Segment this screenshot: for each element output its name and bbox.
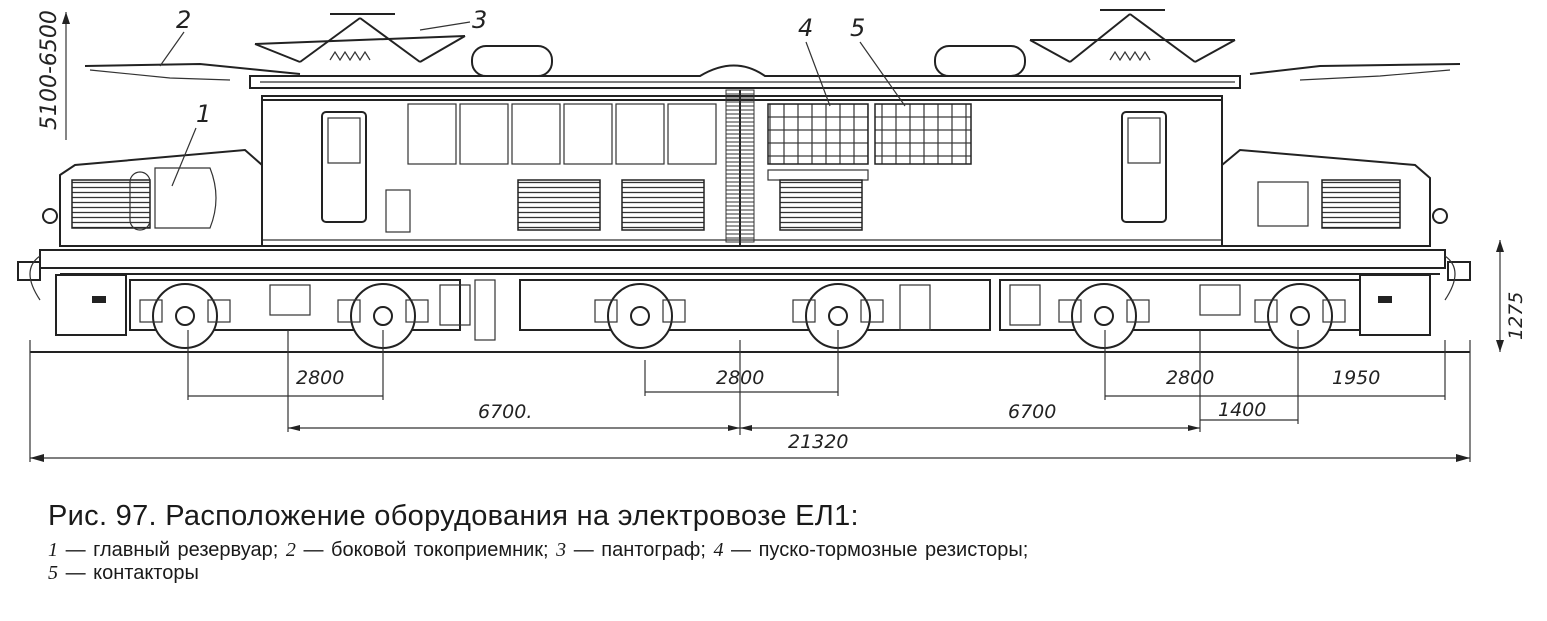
callout-5: 5 xyxy=(850,14,865,42)
dim-axle-base-left: 2800 xyxy=(296,367,344,389)
dimension-arrows xyxy=(30,12,1504,462)
louver-3 xyxy=(779,179,863,231)
resistor-grid xyxy=(767,103,869,165)
side-windows xyxy=(407,103,717,165)
dim-offset-right: 1400 xyxy=(1218,399,1266,421)
dim-overall-length: 21320 xyxy=(788,431,848,453)
underframe xyxy=(39,249,1446,269)
callout-3: 3 xyxy=(472,6,487,34)
roof-reservoir-left xyxy=(471,45,553,77)
legend-item: 2 — боковой токоприемник; xyxy=(285,539,549,561)
figure-caption: Рис. 97. Расположение оборудования на эл… xyxy=(48,500,1538,585)
dimension-lines xyxy=(29,12,1501,462)
left-pantograph xyxy=(254,13,466,63)
side-collector-right xyxy=(1249,63,1461,81)
callout-4: 4 xyxy=(798,14,813,42)
bogie-frame-center xyxy=(519,279,991,331)
wheels xyxy=(152,283,1333,349)
dim-bogie-right: 6700 xyxy=(1008,401,1056,423)
dim-axle-base-right: 2800 xyxy=(1166,367,1214,389)
bogie-frame-right xyxy=(999,279,1361,331)
roof-line xyxy=(249,64,1241,89)
right-pantograph xyxy=(1029,9,1236,63)
callout-1: 1 xyxy=(196,100,211,128)
locomotive-diagram: 5100-6500 1275 2800 2800 2800 1950 6700.… xyxy=(17,6,1527,462)
dim-wheel-height: 1275 xyxy=(1505,292,1527,340)
axle-boxes xyxy=(139,299,1346,323)
traction-motors xyxy=(269,279,1241,341)
dim-bogie-left: 6700. xyxy=(478,401,532,423)
louver-2 xyxy=(621,179,705,231)
caption-legend: 1 — главный резервуар; 2 — боковой токоп… xyxy=(48,539,1538,585)
callout-2: 2 xyxy=(176,6,191,34)
hood-right xyxy=(1221,148,1448,247)
louver-1 xyxy=(517,179,601,231)
legend-item: 4 — пуско-тормозные резисторы; xyxy=(713,539,1029,561)
legend-item: 5 — контакторы xyxy=(48,562,199,584)
dim-overhang-right: 1950 xyxy=(1332,367,1380,389)
contactor-panel xyxy=(874,103,972,165)
caption-title: Рис. 97. Расположение оборудования на эл… xyxy=(48,500,859,532)
roof-reservoir-right xyxy=(934,45,1026,77)
door-right xyxy=(1121,111,1167,223)
side-collector-left xyxy=(84,62,301,81)
car-body xyxy=(261,89,1223,247)
legend-item: 1 — главный резервуар; xyxy=(48,539,279,561)
bogie-frame-left xyxy=(129,279,461,331)
legend-item: 3 — пантограф; xyxy=(556,539,706,561)
door-left xyxy=(321,111,367,223)
dim-axle-base-middle: 2800 xyxy=(716,367,764,389)
dim-height-range: 5100-6500 xyxy=(37,10,62,130)
coupler-left xyxy=(17,255,127,336)
hood-left xyxy=(42,148,263,247)
